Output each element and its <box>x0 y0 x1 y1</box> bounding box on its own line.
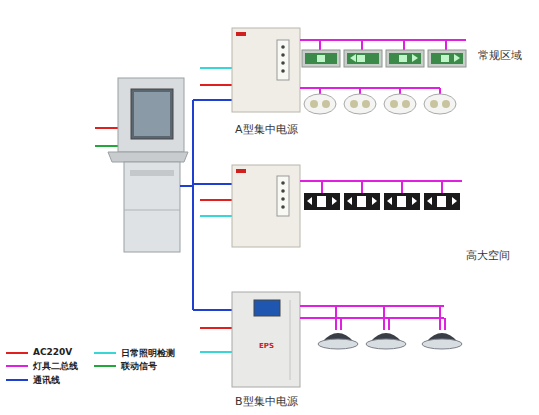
legend-swatch <box>94 352 116 354</box>
legend-swatch <box>94 365 116 367</box>
area-label: 高大空间 <box>466 248 510 263</box>
legend-swatch <box>6 365 28 367</box>
legend-text: 灯具二总线 <box>33 360 78 373</box>
cabinet-label: A型集中电源 <box>235 122 298 137</box>
power-cabinet: A型集中电源 <box>222 28 310 136</box>
panel-text: EPS <box>259 342 274 350</box>
legend-swatch <box>6 379 28 381</box>
legend-text: 联动信号 <box>121 360 157 373</box>
power-cabinet: EPS B型集中电源 <box>222 292 310 410</box>
legend-swatch <box>6 352 28 354</box>
legend-text: 日常照明检测 <box>121 347 175 360</box>
legend-text: AC220V <box>33 347 72 357</box>
legend-text: 通讯线 <box>33 374 60 387</box>
area-label: 常规区域 <box>478 48 522 63</box>
cabinet-label: B型集中电源 <box>235 394 298 409</box>
